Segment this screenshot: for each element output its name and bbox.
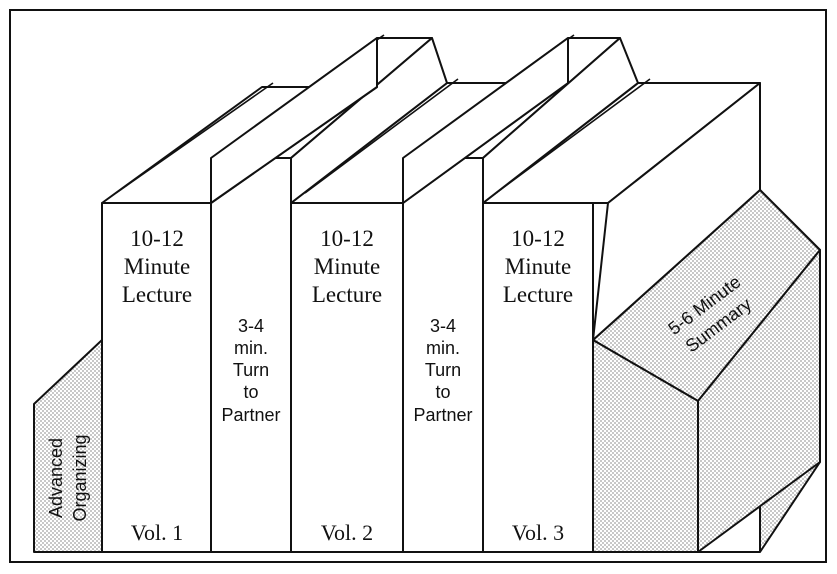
book-partner-2-line-1: 3-4 [430,316,456,336]
left-bookend [33,339,103,553]
book-lecture-3-volume: Vol. 3 [512,520,564,545]
page-edge-line [115,82,274,194]
book-lecture-3-line-3: Lecture [503,282,573,307]
book-lecture-2-line-2: Minute [314,254,380,279]
book-partner-1-line-4: to [243,382,258,402]
left-bookend-label-line-2: Organizing [70,434,90,521]
book-lecture-1-volume: Vol. 1 [131,520,183,545]
book-partner-2-line-5: Partner [413,405,472,425]
book-partner-2-line-3: Turn [425,360,461,380]
book-side [592,82,761,341]
book-partner-1-line-5: Partner [221,405,280,425]
book-partner-1-line-2: min. [234,338,268,358]
book-lecture-2-volume: Vol. 2 [321,520,373,545]
page-edge-line [304,78,459,194]
book-partner-2-line-2: min. [426,338,460,358]
left-bookend-face [33,339,103,553]
book-lecture-3-line-2: Minute [505,254,571,279]
book-lecture-1-line-3: Lecture [122,282,192,307]
book-spine [210,157,292,553]
book-lecture-1 [101,37,378,553]
left-bookend-label-line-1: Advanced [46,438,66,518]
book-side [402,37,569,204]
book-lecture-3-line-1: 10-12 [511,226,565,251]
book-partner-2-line-4: to [435,382,450,402]
book-spine [402,157,484,553]
book-lecture-2-line-3: Lecture [312,282,382,307]
book-lecture-2-line-1: 10-12 [320,226,374,251]
book-lecture-1-line-1: 10-12 [130,226,184,251]
book-partner-1-line-3: Turn [233,360,269,380]
right-bookend [592,189,821,553]
book-spine [101,202,212,553]
frame-border [9,9,827,563]
right-bookend-right-face [697,249,821,553]
book-partner-1-line-1: 3-4 [238,316,264,336]
book-side [210,37,378,204]
book-lecture-1-line-2: Minute [124,254,190,279]
book-lecture-3 [482,78,761,553]
